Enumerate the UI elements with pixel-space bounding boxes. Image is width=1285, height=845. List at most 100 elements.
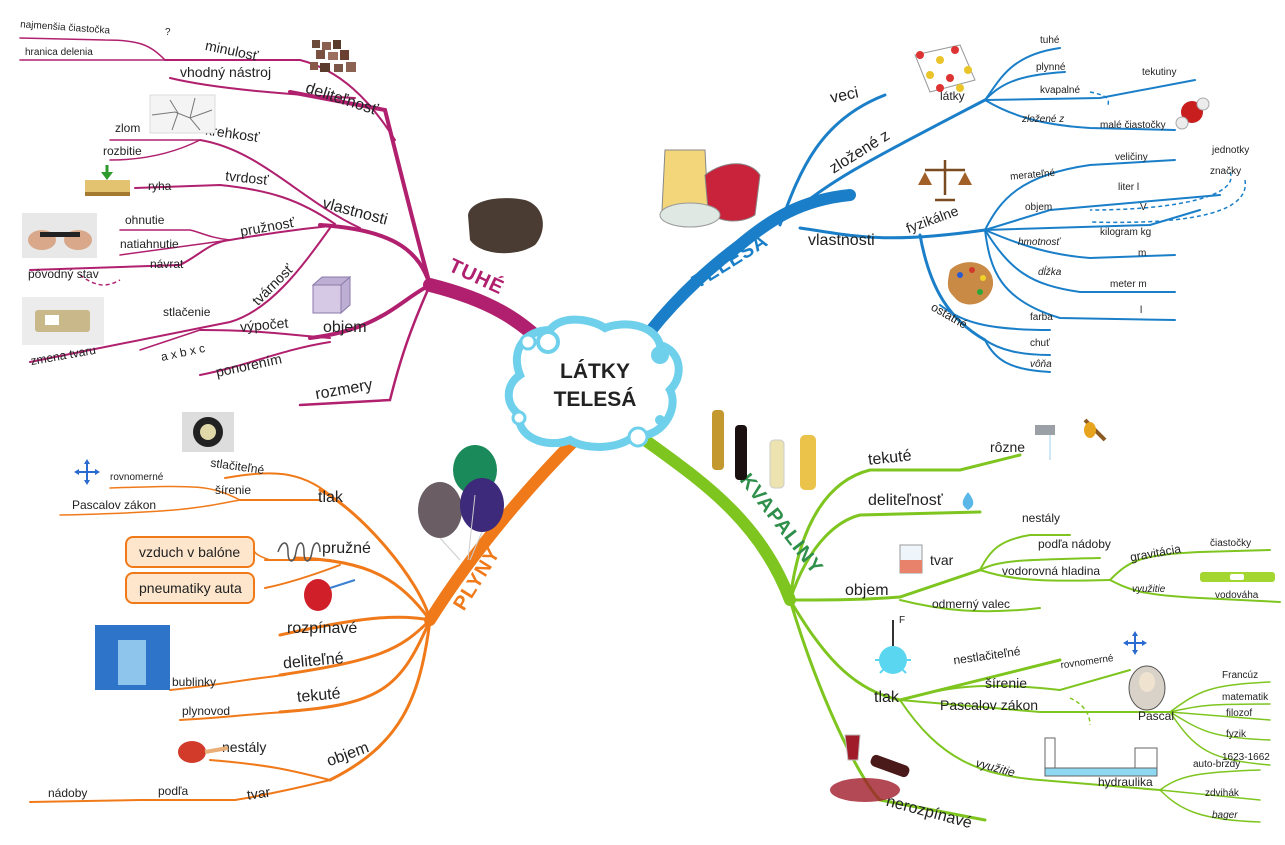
node-F: F <box>899 615 905 626</box>
image-level <box>1200 572 1275 582</box>
node-hydraulika: hydraulika <box>1098 775 1153 789</box>
node-rovnomerne-p: rovnomerné <box>110 472 164 483</box>
node-plynovod: plynovod <box>182 704 230 718</box>
spring-icon <box>277 542 321 562</box>
node-sirenie-k: šírenie <box>985 675 1027 691</box>
node-nestaly-p: nestály <box>222 739 266 755</box>
image-tire <box>182 412 234 452</box>
node-natiahnutie: natiahnutie <box>120 237 179 251</box>
node-question: ? <box>165 27 171 38</box>
node-objem-t: objem <box>1025 202 1052 213</box>
center-node: LÁTKY TELESÁ <box>504 315 683 451</box>
node-rovnomerne-k: rovnomerné <box>1060 653 1115 671</box>
image-bag <box>178 741 229 763</box>
node-pascal-k: Pascalov zákon <box>940 697 1038 713</box>
node-vodorovna: vodorovná hladina <box>1002 564 1100 578</box>
node-znacky: značky <box>1210 166 1241 177</box>
box-pneumatiky: pneumatiky auta <box>125 572 255 604</box>
image-stone <box>468 198 543 254</box>
node-delitelnost-k: deliteľnosť <box>868 492 944 509</box>
node-axbxc: a x b x c <box>160 341 207 364</box>
node-ostatne: ostatné <box>929 300 970 332</box>
node-ciastocky: čiastočky <box>1210 538 1251 549</box>
node-fyzikalne: fyzikálne <box>904 202 961 236</box>
branch-telesa <box>634 47 1221 373</box>
node-bager: bager <box>1212 810 1238 821</box>
image-wine <box>830 734 910 802</box>
node-tekute-p: tekuté <box>296 685 341 706</box>
node-meratelne: merateľné <box>1010 168 1056 183</box>
node-tvar-p: tvar <box>246 784 272 803</box>
node-ponorenim: ponorením <box>214 350 283 380</box>
image-water-molecule <box>1175 97 1210 130</box>
node-nerozpinave: nerozpínavé <box>884 793 974 832</box>
node-povodny: pôvodný stav <box>28 267 99 281</box>
node-pascal-p: Pascalov zákon <box>72 498 156 512</box>
image-sponge <box>22 297 104 345</box>
node-krehkost: krehkosť <box>204 122 261 146</box>
node-matematik: matematik <box>1222 692 1269 703</box>
node-objem-p: objem <box>324 739 371 770</box>
image-jugs <box>659 149 761 228</box>
node-meter: meter m <box>1110 279 1147 290</box>
image-scratch <box>85 165 130 196</box>
image-tap-honey <box>1035 418 1107 460</box>
node-veliciny: veličiny <box>1115 152 1148 163</box>
image-hands-bending <box>22 213 97 258</box>
node-tekutiny: tekutiny <box>1142 67 1176 78</box>
box-vzduch-label: vzduch v balóne <box>139 544 240 560</box>
image-pressure-flask <box>875 620 911 674</box>
image-bottles <box>712 410 816 490</box>
node-navrat: návrat <box>150 257 184 271</box>
image-drop <box>962 492 974 510</box>
node-latky: látky <box>940 89 965 103</box>
node-roky: 1623-1662 <box>1222 752 1270 763</box>
node-tvarnost: tvárnosť <box>249 260 297 308</box>
node-zdvihak: zdvihák <box>1205 788 1240 799</box>
image-beaker <box>899 544 923 574</box>
image-molecule <box>914 44 976 93</box>
node-pruzne: pružné <box>322 540 371 557</box>
node-gravitacia: gravitácia <box>1129 542 1182 565</box>
node-podla-p: podľa <box>158 784 189 798</box>
node-rozbitie: rozbitie <box>103 144 142 158</box>
node-jednotky: jednotky <box>1211 145 1249 156</box>
node-vlastnosti-t: vlastnosti <box>808 232 875 249</box>
node-bublinky: bublinky <box>172 675 216 689</box>
node-chut: chuť <box>1030 338 1050 349</box>
node-tvar-k: tvar <box>930 552 954 568</box>
node-vyuzitie-k: využitie <box>1132 584 1166 595</box>
node-hmotnost: hmotnosť <box>1018 237 1061 248</box>
node-farba: farba <box>1030 312 1053 323</box>
branch-plyny <box>29 434 581 803</box>
node-vodovaha: vodováha <box>1215 590 1259 601</box>
node-tvrdost: tvrdosť <box>225 167 271 188</box>
node-tekute-k: tekuté <box>867 447 912 468</box>
node-l: l <box>1140 305 1142 316</box>
node-plynne: plynné <box>1036 62 1066 73</box>
node-rozne: rôzne <box>990 439 1025 455</box>
node-tlak-k: tlak <box>874 689 900 706</box>
node-najmensia: najmenšia čiastočka <box>20 19 111 36</box>
move-arrows-icon-k <box>1123 631 1147 655</box>
node-filozof: filozof <box>1226 708 1252 719</box>
node-vona: vôňa <box>1030 359 1052 370</box>
node-fyzik: fyzik <box>1226 729 1247 740</box>
image-cube <box>311 275 352 315</box>
node-m: m <box>1138 248 1146 259</box>
node-dlzka: dĺžka <box>1038 265 1062 278</box>
node-male: malé čiastočky <box>1100 120 1166 131</box>
node-nestlacitelne: nestlačiteľné <box>952 644 1021 667</box>
branch-title-telesa: TELESÁ <box>688 229 772 293</box>
node-vyuzitie2: využitie <box>974 756 1017 780</box>
node-delitelnost: deliteľnosť <box>303 80 380 120</box>
center-title-line1: LÁTKY <box>560 360 630 383</box>
node-liter: liter l <box>1118 182 1139 193</box>
image-palette <box>947 262 994 305</box>
image-balloons <box>418 445 504 561</box>
box-vzduch: vzduch v balóne <box>125 536 255 568</box>
node-nadoby-p: nádoby <box>48 786 87 800</box>
node-V: V <box>1140 202 1147 213</box>
node-pascal-name: Pascal <box>1138 709 1174 723</box>
